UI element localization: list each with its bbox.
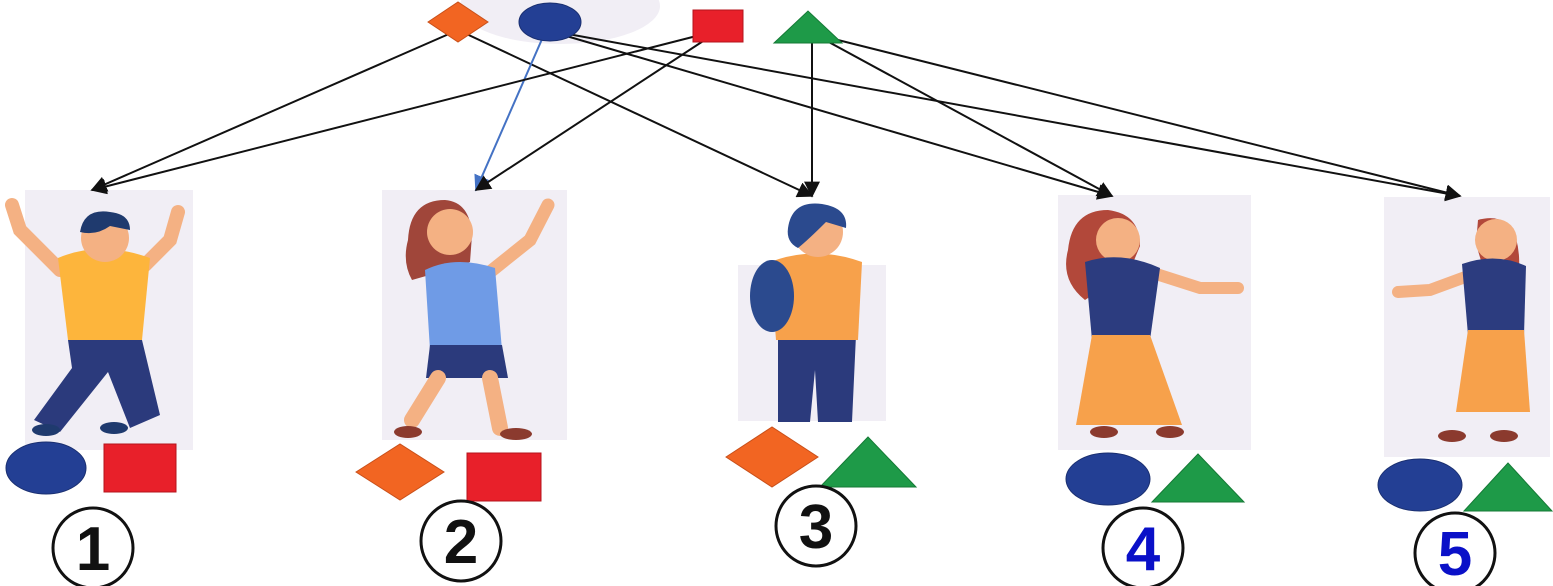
person-4-figure — [1058, 195, 1251, 450]
person-4-shoe-left — [1090, 426, 1118, 438]
source-diamond-shape — [427, 1, 489, 43]
people-figures — [5, 190, 1550, 457]
person-2-number-label: 2 — [444, 508, 478, 577]
source-ellipse-shape — [518, 2, 582, 42]
person-2-leg-right — [482, 370, 508, 436]
person-4-ellipse-shape — [1065, 452, 1151, 506]
person-3-hair — [787, 203, 847, 248]
source-rectangle-shape — [692, 9, 744, 43]
person-5-head — [1475, 219, 1517, 261]
person-4-arm — [1144, 266, 1244, 294]
person-2-diamond-shape — [355, 443, 445, 501]
person-4-triangle-shape — [1150, 453, 1246, 503]
person-5-triangle-shape — [1462, 462, 1553, 512]
arrow-rectangle-to-person-2 — [474, 29, 721, 191]
person-2-shirt — [425, 261, 502, 350]
arrow-triangle-to-person-4 — [813, 33, 1114, 197]
person-2-head — [427, 209, 473, 255]
arrow-diamond-to-person-3 — [457, 29, 814, 198]
person-5-arm — [1392, 270, 1474, 298]
person-1-pants — [34, 340, 160, 432]
person-shapes — [5, 426, 1553, 512]
person-labels: 1 2 3 4 5 — [51, 484, 1497, 586]
person-1-shoe-left — [32, 424, 60, 436]
person-1-shoe-right — [100, 422, 128, 434]
person-1-shirt — [58, 249, 150, 340]
person-1-arm-left — [5, 198, 67, 277]
person-2-rectangle-shape — [466, 452, 542, 502]
person-3-backpack — [750, 260, 794, 332]
person-5-shirt — [1462, 258, 1526, 335]
arrows — [90, 29, 1462, 202]
person-3-figure — [738, 203, 886, 422]
arrow-triangle-to-person-5 — [813, 33, 1462, 201]
person-4-number-circle — [1101, 506, 1185, 586]
person-2-leg-left — [404, 370, 446, 428]
person-4-skirt — [1076, 335, 1182, 425]
person-3-shirt — [770, 253, 862, 340]
person-5-number-label: 5 — [1438, 520, 1472, 586]
person-2-arm-raised — [483, 198, 555, 279]
person-5-ellipse-shape — [1377, 458, 1463, 512]
person-4-head — [1096, 218, 1140, 262]
person-1-number-label: 1 — [76, 515, 110, 584]
person-5-number-circle — [1413, 511, 1497, 586]
arrow-ellipse-to-person-5 — [545, 29, 1462, 202]
person-1-hair — [80, 211, 130, 234]
person-4-shoe-right — [1156, 426, 1184, 438]
person-2-shoe-right — [500, 428, 532, 440]
source-triangle-shape — [772, 10, 844, 44]
arrow-ellipse-to-person-4 — [545, 29, 1114, 200]
person-5-figure — [1384, 197, 1550, 457]
arrow-diamond-to-person-1 — [90, 29, 459, 192]
person-3-triangle-shape — [818, 436, 918, 488]
person-4-shirt — [1085, 257, 1160, 340]
person-3-number-circle — [774, 484, 858, 568]
person-2-number-circle — [419, 499, 503, 583]
person-3-pants — [778, 335, 856, 422]
person-1-rectangle-shape — [103, 443, 177, 493]
person-1-arm-right — [138, 205, 185, 272]
person-3-number-label: 3 — [799, 493, 833, 562]
person-5-skirt — [1456, 330, 1530, 412]
arrow-ellipse-to-person-2 — [474, 29, 547, 192]
person-4-number-label: 4 — [1126, 515, 1161, 584]
person-5-card — [1384, 197, 1550, 457]
arrow-triangle-to-person-3 — [804, 33, 820, 198]
person-2-shoe-left — [394, 426, 422, 438]
arrow-rectangle-to-person-1 — [90, 29, 721, 195]
person-5-shoe-right — [1490, 430, 1518, 442]
person-1-number-circle — [51, 506, 135, 586]
person-5-shoe-left — [1438, 430, 1466, 442]
person-3-diamond-shape — [725, 426, 819, 488]
person-1-ellipse-shape — [5, 441, 87, 495]
person-2-figure — [382, 190, 567, 440]
person-1-figure — [5, 190, 193, 450]
source-shapes — [427, 1, 844, 44]
person-2-shorts — [426, 345, 508, 378]
